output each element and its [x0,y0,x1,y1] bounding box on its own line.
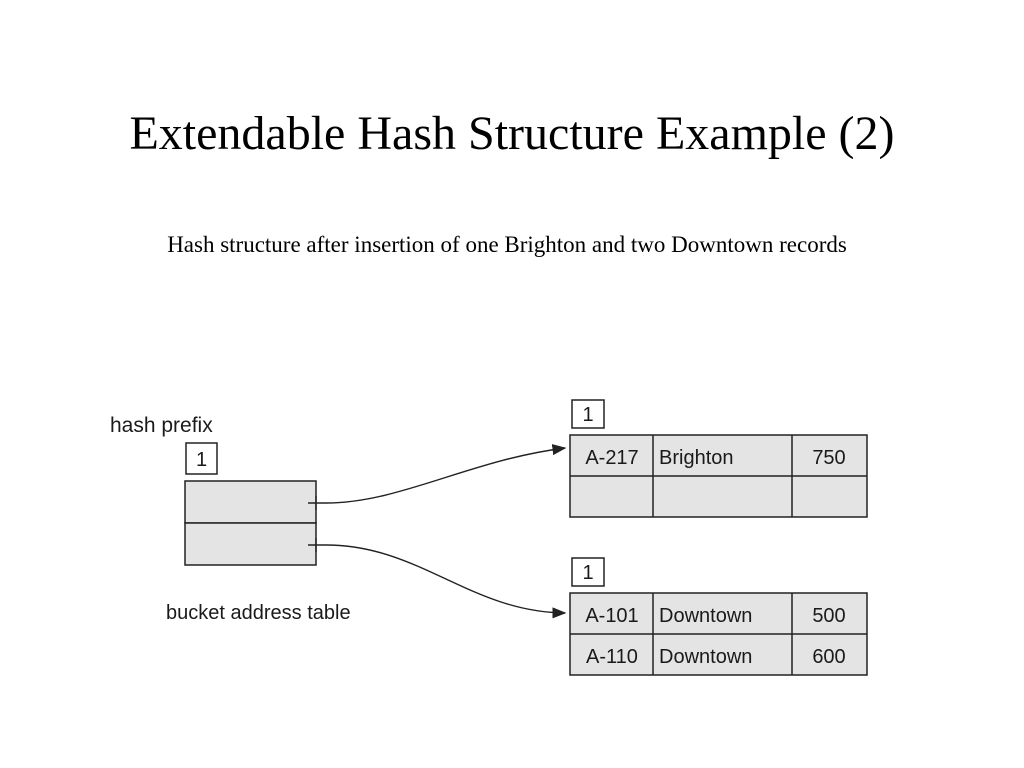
bucket-2-depth-box [571,557,605,587]
bucket-2-record-1-account: A-101 [585,605,638,627]
bucket-address-table-label: bucket address table [166,602,351,624]
slide-subtitle: Hash structure after insertion of one Br… [167,232,847,257]
bucket-1: 1 A-217 Brighton 750 [569,399,868,518]
slide-title: Extendable Hash Structure Example (2) [129,107,895,160]
bucket-1-local-depth: 1 [582,404,593,426]
bucket-address-entry-1 [184,522,317,566]
bucket-2: 1 A-101 Downtown 500 A-110 Downtown 600 [569,557,868,676]
hash-prefix-label: hash prefix [110,414,213,437]
bucket-2-record-1-branch: Downtown [659,605,752,627]
pointer-arrow-bucket-2 [308,544,567,619]
global-depth-value: 1 [196,449,207,471]
bucket-2-record-2-balance: 600 [812,646,845,668]
bucket-2-local-depth: 1 [582,562,593,584]
bucket-1-depth-box [571,399,605,429]
bucket-1-record-1-balance: 750 [812,447,845,469]
bucket-1-record-1-account: A-217 [585,447,638,469]
bucket-1-record-1-branch: Brighton [659,447,734,469]
bucket-2-record-1-balance: 500 [812,605,845,627]
bucket-2-record-2-branch: Downtown [659,646,752,668]
pointer-arrow-bucket-1 [308,444,567,504]
bucket-2-record-2-account: A-110 [586,646,638,668]
global-depth-box [185,442,218,475]
bucket-address-table [184,480,317,566]
bucket-address-entry-0 [184,480,317,524]
